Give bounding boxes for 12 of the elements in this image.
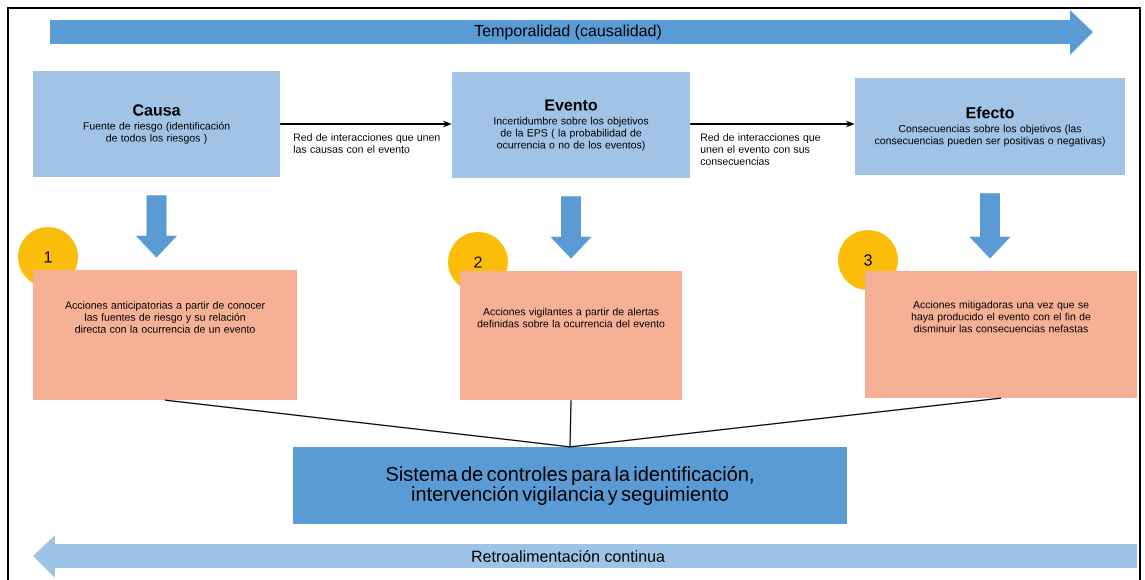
stage-box: Causa Fuente de riesgo (identificación de todos los riesgos ) xyxy=(33,71,280,177)
connector-line xyxy=(164,399,571,448)
action-box: Acciones mitigadoras una vez que se haya producido el evento con el fin de disminuir las consecuencias nefastas xyxy=(865,271,1137,398)
edge-label: Red de interacciones que unen las causas con el evento xyxy=(293,133,440,153)
control-system-box: Sistema de controles para la identificación, intervención vigilancia y seguimiento xyxy=(293,447,847,524)
action-box: Acciones vigilantes a partir de alertas definidas sobre la ocurrencia del evento xyxy=(460,271,682,400)
stage-box: Efecto Consecuencias sobre los objetivos (las consecuencias pueden ser positivas o negativas) xyxy=(855,78,1125,175)
stage-box: Evento Incertidumbre sobre los objetivos de la EPS ( la probabilidad de ocurrencia o no de los eventos) xyxy=(452,72,690,178)
action-box: Acciones anticipatorias a partir de conocer las fuentes de riesgo y su relación directa con la ocurrencia de un evento xyxy=(33,270,297,400)
edge-label: Red de interacciones que unen el evento con sus consecuencias xyxy=(700,133,821,165)
connector-line xyxy=(569,397,1002,448)
connector-line xyxy=(569,399,572,448)
